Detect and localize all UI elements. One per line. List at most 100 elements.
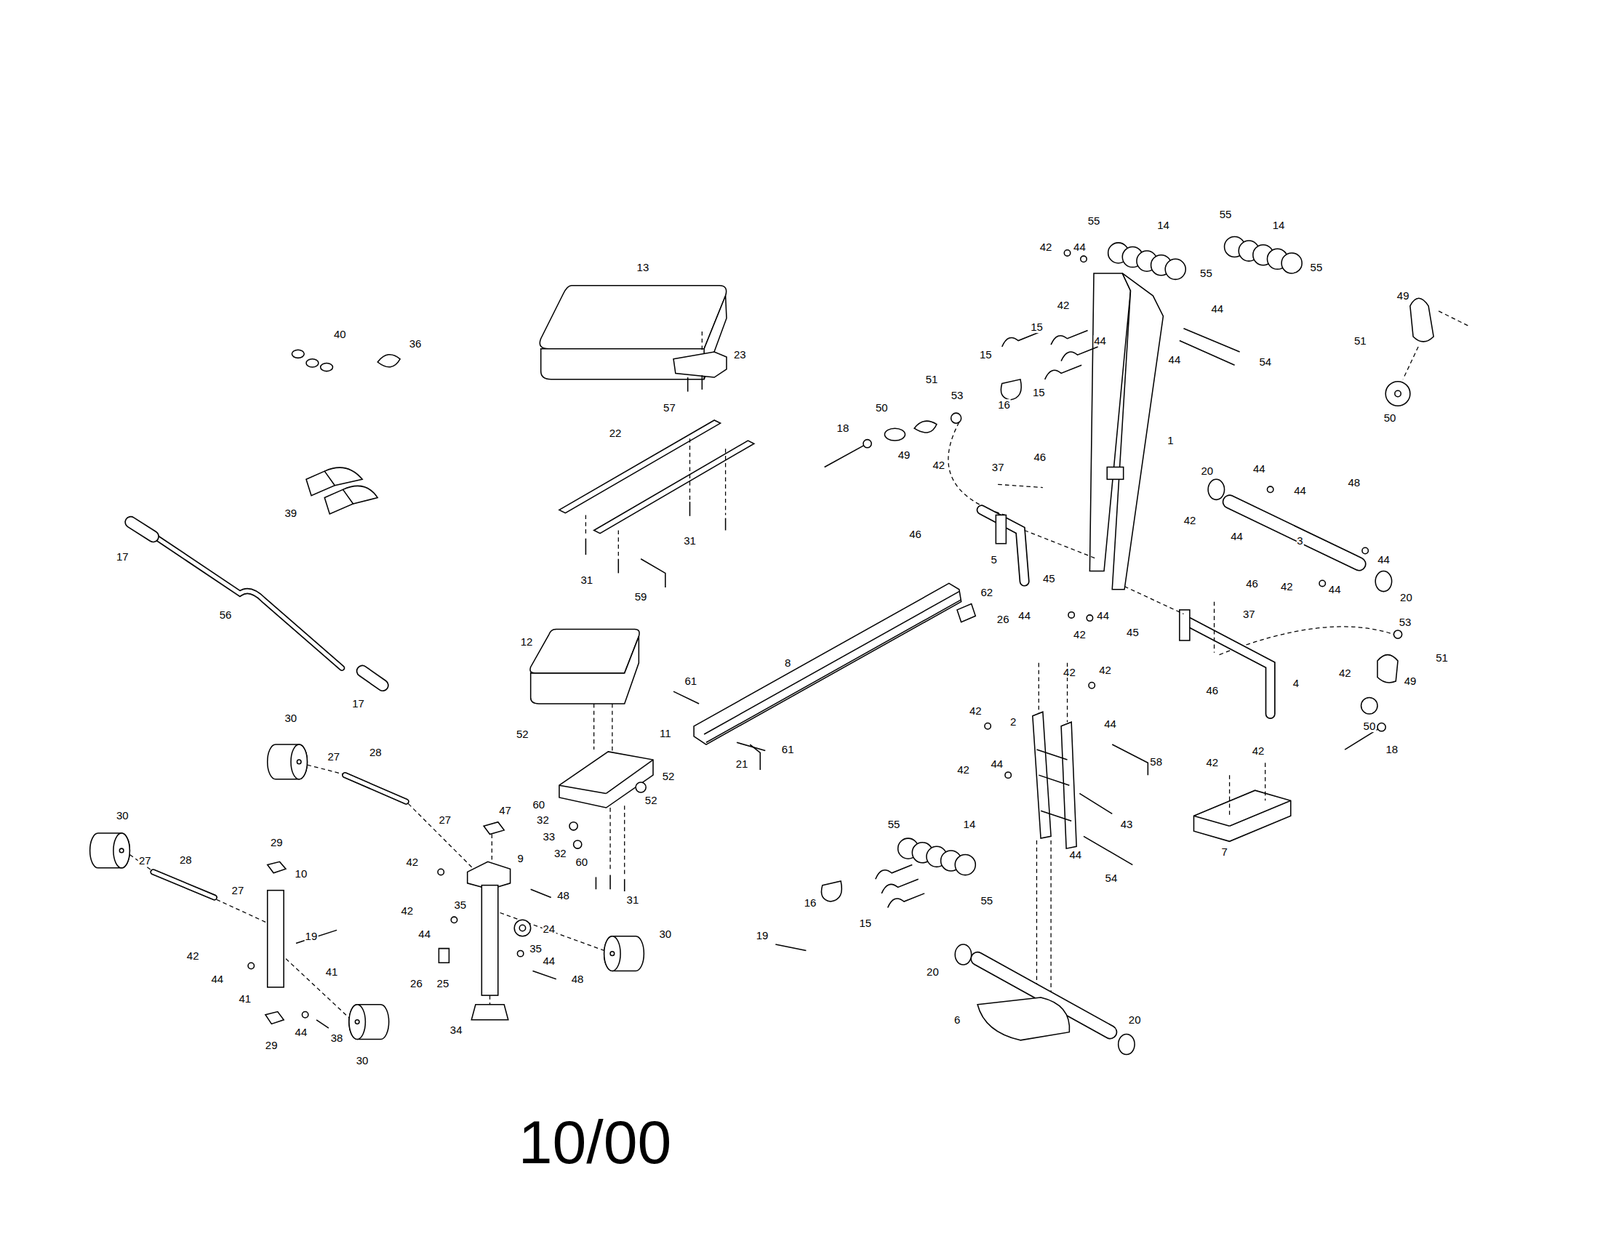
callout-number: 30: [658, 928, 672, 941]
callout-number: 52: [644, 795, 659, 808]
callout-number: 38: [330, 1032, 344, 1045]
callout-number: 42: [1072, 629, 1087, 641]
callout-number: 19: [304, 930, 319, 943]
callout-number: 41: [237, 993, 252, 1006]
callout-number: 54: [1258, 356, 1272, 368]
callout-number: 42: [1062, 666, 1077, 679]
callout-number: 42: [405, 856, 419, 869]
callout-number: 48: [570, 973, 585, 986]
callout-number: 44: [1328, 584, 1342, 596]
callout-number: 60: [531, 799, 546, 811]
callout-number: 51: [925, 373, 939, 386]
callout-number: 44: [1376, 554, 1391, 566]
callout-number: 55: [979, 895, 994, 907]
callout-number: 17: [351, 698, 366, 710]
callout-number: 42: [1056, 299, 1071, 312]
callout-number: 39: [284, 507, 299, 520]
callout-number: 32: [536, 814, 550, 827]
callout-number: 26: [996, 613, 1011, 626]
callout-number: 2: [1009, 716, 1017, 728]
callout-number: 51: [1353, 335, 1368, 347]
callout-number: 43: [1120, 818, 1134, 831]
callout-number: 41: [325, 966, 339, 979]
callout-number: 42: [1183, 514, 1198, 527]
callout-number: 14: [1272, 219, 1286, 232]
callout-number: 55: [1087, 216, 1102, 228]
callout-number: 42: [968, 705, 983, 718]
callout-number: 44: [1103, 718, 1118, 731]
callout-number: 29: [269, 837, 284, 849]
callout-number: 44: [294, 1026, 309, 1039]
callout-number: 31: [579, 574, 594, 587]
callout-number: 23: [733, 349, 747, 361]
date-stamp: 10/00: [517, 1110, 673, 1175]
callout-number: 14: [962, 818, 977, 831]
callout-number: 54: [1104, 872, 1119, 885]
callout-number: 37: [991, 461, 1006, 474]
callout-number: 30: [355, 1055, 370, 1067]
callout-number: 18: [1384, 744, 1399, 756]
callout-number: 4: [1292, 677, 1300, 690]
callout-number: 19: [755, 930, 770, 942]
callout-number: 44: [1093, 335, 1107, 347]
callout-number: 15: [1029, 321, 1044, 334]
callout-number: 55: [1199, 267, 1214, 280]
callout-number: 32: [553, 848, 568, 860]
callout-number: 20: [1399, 592, 1414, 604]
callout-number: 53: [950, 389, 965, 402]
callout-number: 46: [908, 528, 923, 541]
callout-number: 42: [1205, 757, 1219, 770]
callout-number: 42: [1251, 745, 1266, 758]
callout-number: 51: [1434, 652, 1449, 664]
callout-number: 42: [956, 764, 971, 776]
callout-number: 48: [1347, 477, 1362, 489]
callout-number: 42: [1280, 581, 1294, 593]
callout-number: 55: [887, 818, 902, 831]
callout-number: 50: [1362, 720, 1377, 733]
callout-number: 57: [662, 402, 677, 414]
callout-number: 44: [1229, 530, 1244, 543]
callout-number: 45: [1125, 626, 1140, 639]
callout-number: 36: [408, 338, 423, 350]
callout-number: 42: [1039, 241, 1054, 254]
callout-number: 37: [1242, 608, 1256, 621]
callout-number: 35: [453, 899, 467, 912]
callout-number: 10: [294, 869, 309, 881]
callout-number: 44: [417, 928, 432, 941]
callout-number: 53: [1398, 616, 1413, 629]
callout-number: 16: [803, 897, 818, 910]
callout-number: 18: [836, 422, 851, 435]
callout-number: 48: [556, 890, 571, 902]
callout-number: 47: [498, 805, 512, 818]
callout-number: 49: [1403, 675, 1418, 688]
callout-number: 29: [264, 1040, 279, 1052]
callout-number: 44: [1017, 610, 1032, 623]
callout-number: 44: [1252, 464, 1267, 476]
callout-number: 58: [1149, 756, 1163, 768]
callout-number: 35: [528, 943, 543, 955]
callout-number: 50: [1383, 412, 1398, 424]
callout-number: 15: [858, 917, 872, 930]
callout-number: 15: [1032, 386, 1046, 399]
callout-number: 27: [437, 814, 452, 827]
callout-number: 15: [978, 349, 993, 361]
callout-number: 27: [231, 885, 246, 897]
callout-number: 16: [997, 399, 1011, 411]
callout-number: 46: [1032, 451, 1047, 464]
callout-number: 33: [542, 831, 557, 843]
callout-number: 42: [1098, 664, 1112, 677]
callout-number: 30: [115, 810, 130, 823]
callout-number: 45: [1042, 573, 1056, 585]
callout-number: 55: [1218, 208, 1233, 221]
callout-number: 44: [989, 758, 1004, 771]
callout-number: 11: [658, 728, 672, 740]
callout-number: 14: [1156, 219, 1171, 232]
callout-number: 13: [636, 261, 651, 274]
callout-number: 7: [1221, 846, 1229, 859]
callout-number: 42: [400, 905, 414, 918]
callout-number: 49: [1396, 290, 1411, 302]
callout-number: 20: [925, 966, 940, 979]
callout-number: 44: [1293, 485, 1307, 497]
callout-number: 42: [1338, 667, 1352, 680]
